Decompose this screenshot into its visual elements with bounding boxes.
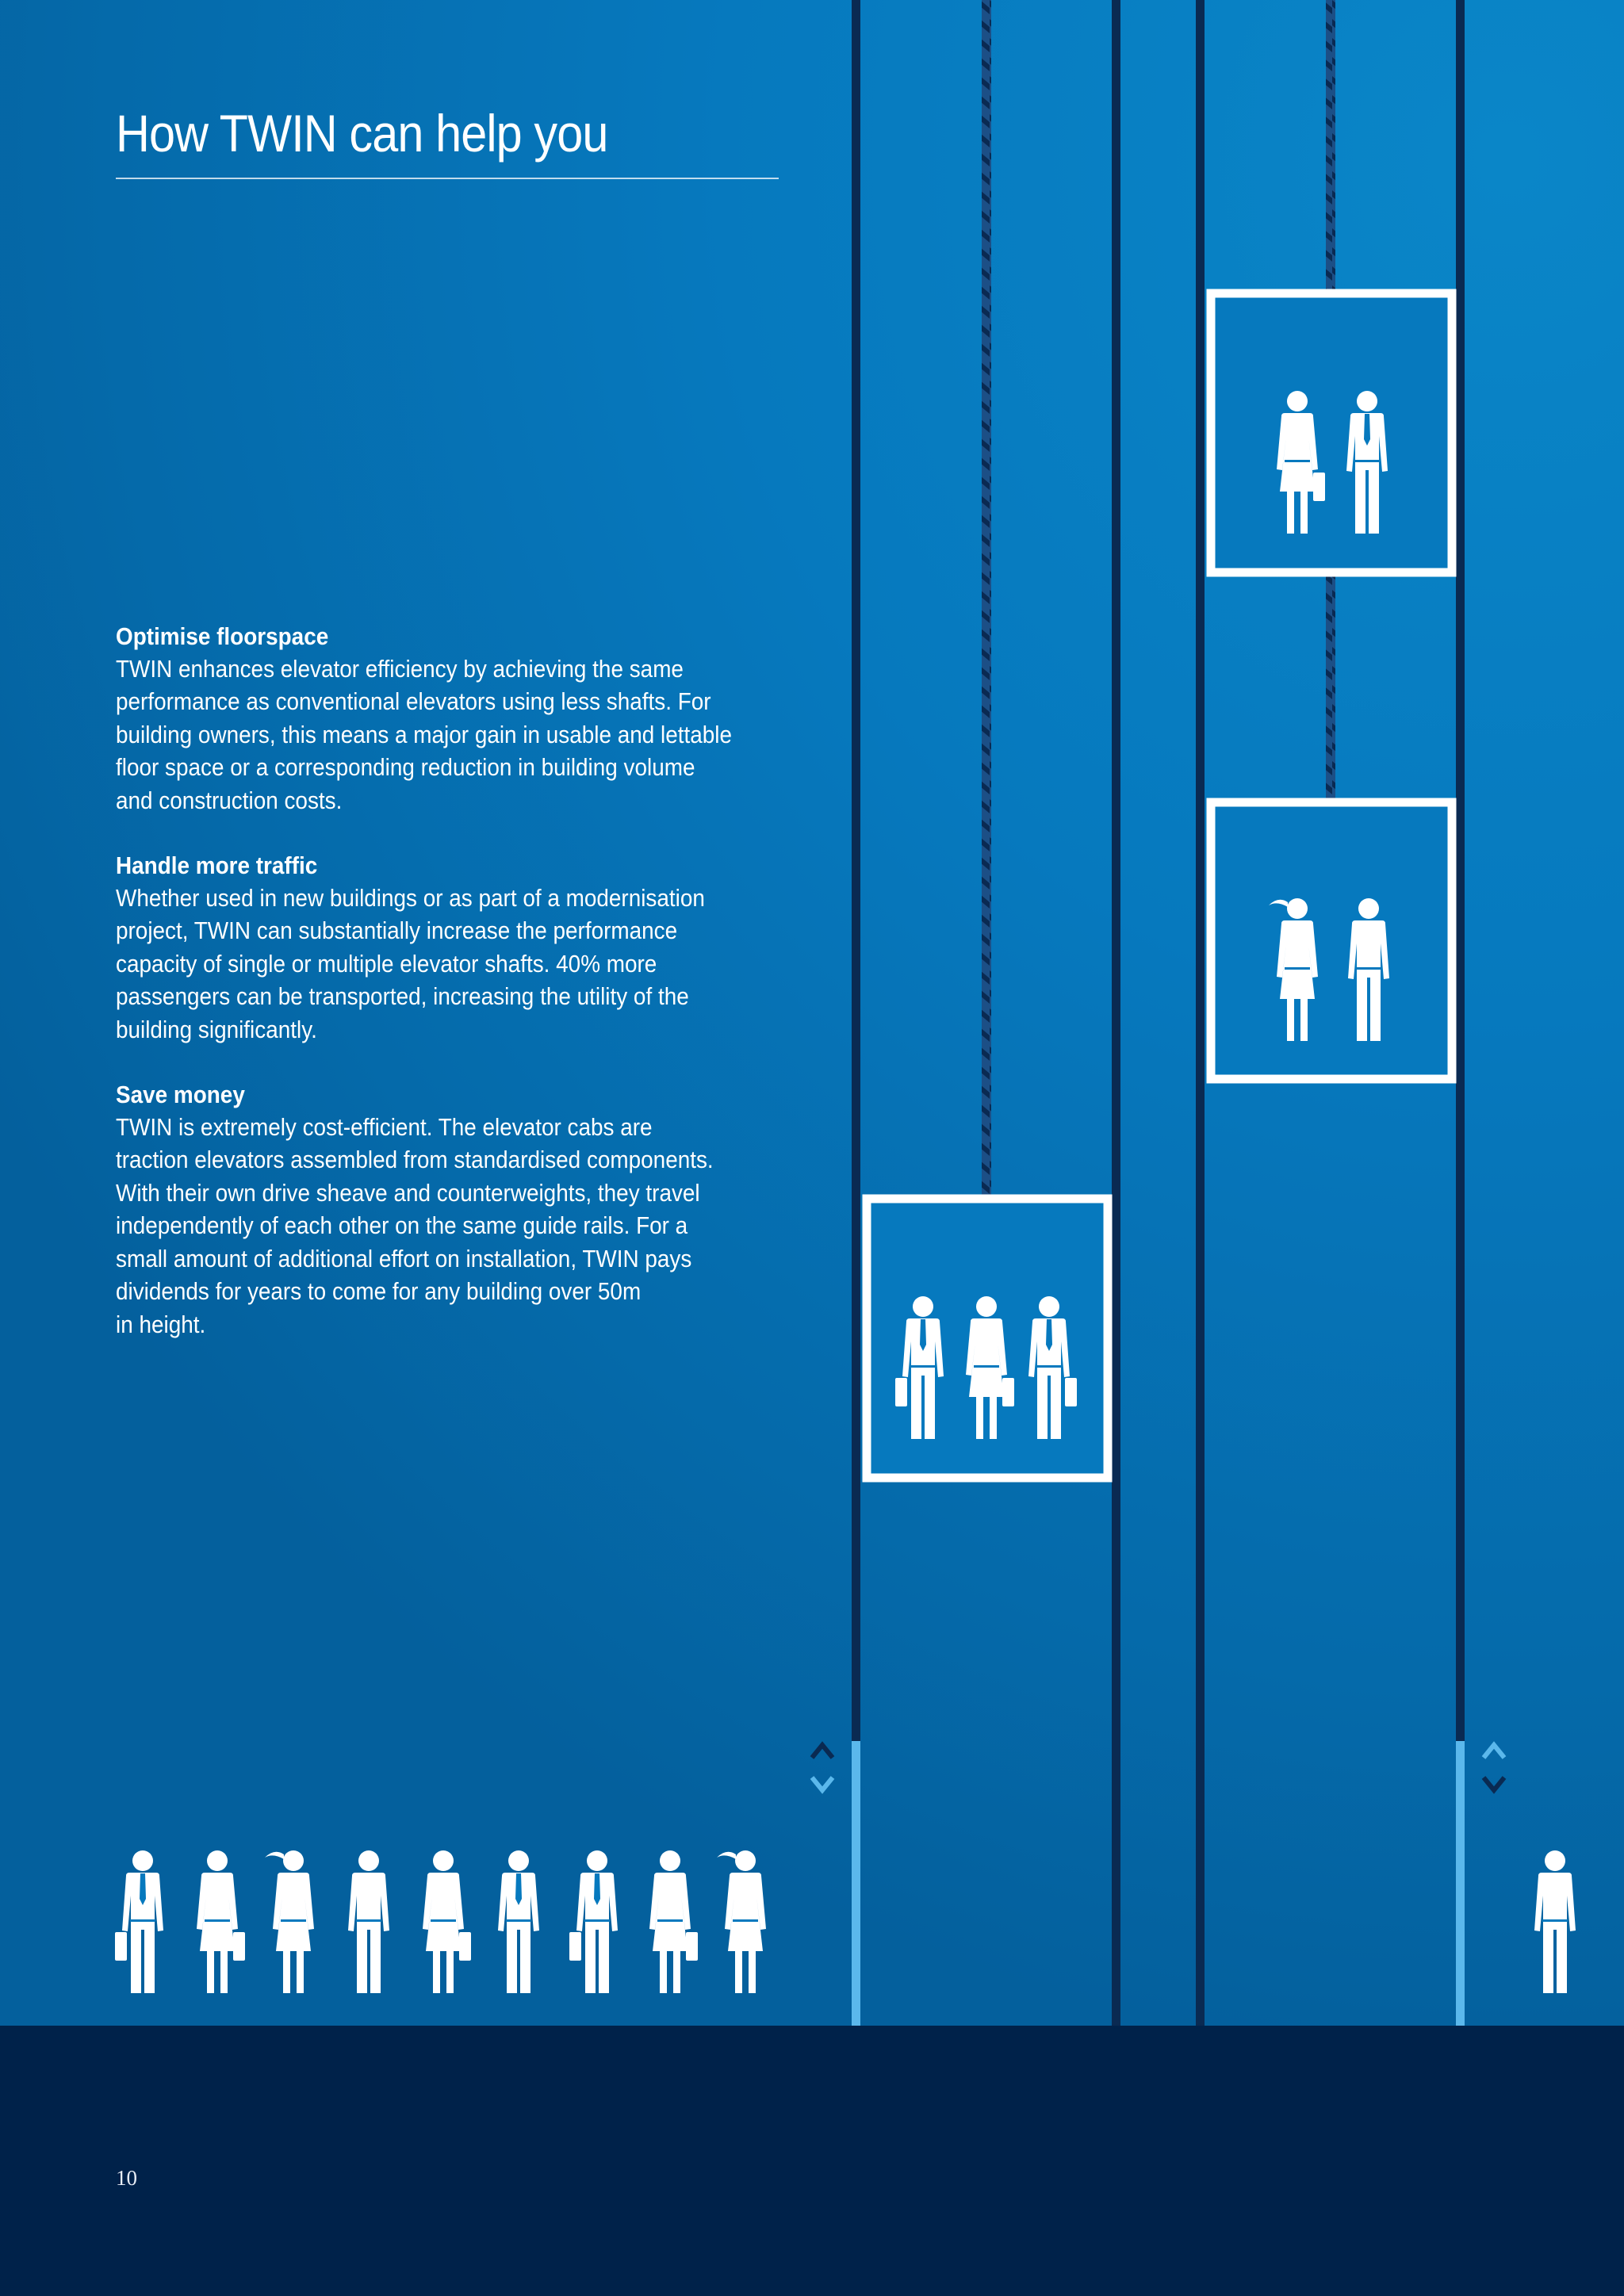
section-heading: Save money — [116, 1081, 245, 1109]
content-sections: Optimise floorspace TWIN enhances elevat… — [116, 620, 798, 1373]
section-text-line: Whether used in new buildings or as part… — [116, 884, 705, 913]
up-arrow-icon — [1481, 1741, 1507, 1759]
page-number: 10 — [116, 2166, 137, 2190]
call-indicator-right — [1481, 1741, 1507, 1794]
section-text-line: independently of each other on the same … — [116, 1211, 688, 1240]
section-text-line: traction elevators assembled from standa… — [116, 1146, 714, 1174]
up-arrow-icon — [810, 1741, 835, 1759]
section-text-line: small amount of additional effort on ins… — [116, 1244, 692, 1272]
person-woman-icon — [649, 1850, 698, 1993]
section-save-money: Save money TWIN is extremely cost-effici… — [116, 1078, 798, 1341]
person-man-icon — [348, 1850, 389, 1993]
section-text-line: TWIN is extremely cost-efficient. The el… — [116, 1113, 653, 1142]
person-woman-icon — [423, 1850, 471, 1993]
hoist-rope — [982, 0, 991, 1199]
down-arrow-icon — [1481, 1776, 1507, 1794]
call-indicator-left — [810, 1741, 835, 1794]
person-woman-icon — [197, 1850, 245, 1993]
section-text-line: building owners, this means a major gain… — [116, 720, 733, 748]
elevator-cab-left — [862, 1194, 1113, 1483]
hoist-rope — [1326, 572, 1335, 799]
section-optimise-floorspace: Optimise floorspace TWIN enhances elevat… — [116, 620, 798, 817]
hoist-rope — [1326, 0, 1335, 293]
person-woman-icon — [717, 1850, 766, 1993]
section-text-line: With their own drive sheave and counterw… — [116, 1178, 700, 1207]
person-man-icon — [498, 1850, 539, 1993]
person-man-icon — [1534, 1850, 1576, 1993]
elevator-cab-lower — [1206, 798, 1457, 1084]
section-heading: Handle more traffic — [116, 851, 318, 880]
section-heading: Optimise floorspace — [116, 622, 329, 650]
title-divider — [116, 178, 779, 179]
section-text-line: and construction costs. — [116, 786, 343, 814]
page-title: How TWIN can help you — [116, 104, 608, 163]
person-woman-icon — [265, 1850, 314, 1993]
section-text-line: in height. — [116, 1310, 206, 1338]
section-text-line: passengers can be transported, increasin… — [116, 982, 689, 1011]
elevator-cab-upper — [1206, 289, 1457, 577]
section-text-line: floor space or a corresponding reduction… — [116, 753, 695, 782]
waiting-queue — [115, 1850, 766, 1993]
footer-band — [0, 2026, 1624, 2296]
section-text-line: performance as conventional elevators us… — [116, 687, 711, 716]
section-handle-more-traffic: Handle more traffic Whether used in new … — [116, 849, 798, 1046]
person-man-icon — [569, 1850, 618, 1993]
section-text-line: dividends for years to come for any buil… — [116, 1277, 642, 1306]
section-text-line: capacity of single or multiple elevator … — [116, 949, 657, 978]
down-arrow-icon — [810, 1776, 835, 1794]
section-text-line: TWIN enhances elevator efficiency by ach… — [116, 655, 684, 683]
elevator-shafts — [852, 0, 1465, 2026]
person-man-icon — [115, 1850, 163, 1993]
section-text-line: building significantly. — [116, 1015, 317, 1043]
section-text-line: project, TWIN can substantially increase… — [116, 916, 678, 945]
